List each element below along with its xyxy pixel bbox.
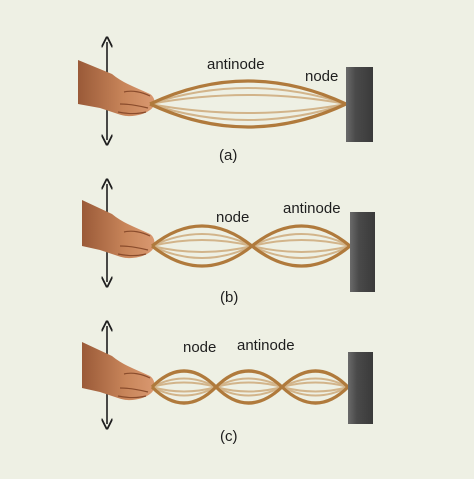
- wall: [346, 67, 373, 142]
- rope: [151, 224, 352, 268]
- wall: [348, 352, 373, 424]
- rope: [149, 79, 347, 129]
- hand: [82, 200, 155, 259]
- antinode-label: antinode: [283, 200, 341, 217]
- panel-caption: (a): [219, 147, 237, 164]
- wall: [350, 212, 375, 292]
- panel-b: node antinode (b): [82, 184, 375, 306]
- hand: [78, 60, 155, 117]
- panel-caption: (b): [220, 289, 238, 306]
- panel-a: antinode node (a): [78, 42, 373, 164]
- hand: [82, 342, 155, 401]
- rope: [150, 369, 350, 405]
- antinode-label: antinode: [237, 337, 295, 354]
- panel-c: node antinode (c): [82, 326, 373, 445]
- node-label: node: [305, 68, 338, 85]
- node-label: node: [216, 209, 249, 226]
- antinode-label: antinode: [207, 56, 265, 73]
- panel-caption: (c): [220, 428, 238, 445]
- node-label: node: [183, 339, 216, 356]
